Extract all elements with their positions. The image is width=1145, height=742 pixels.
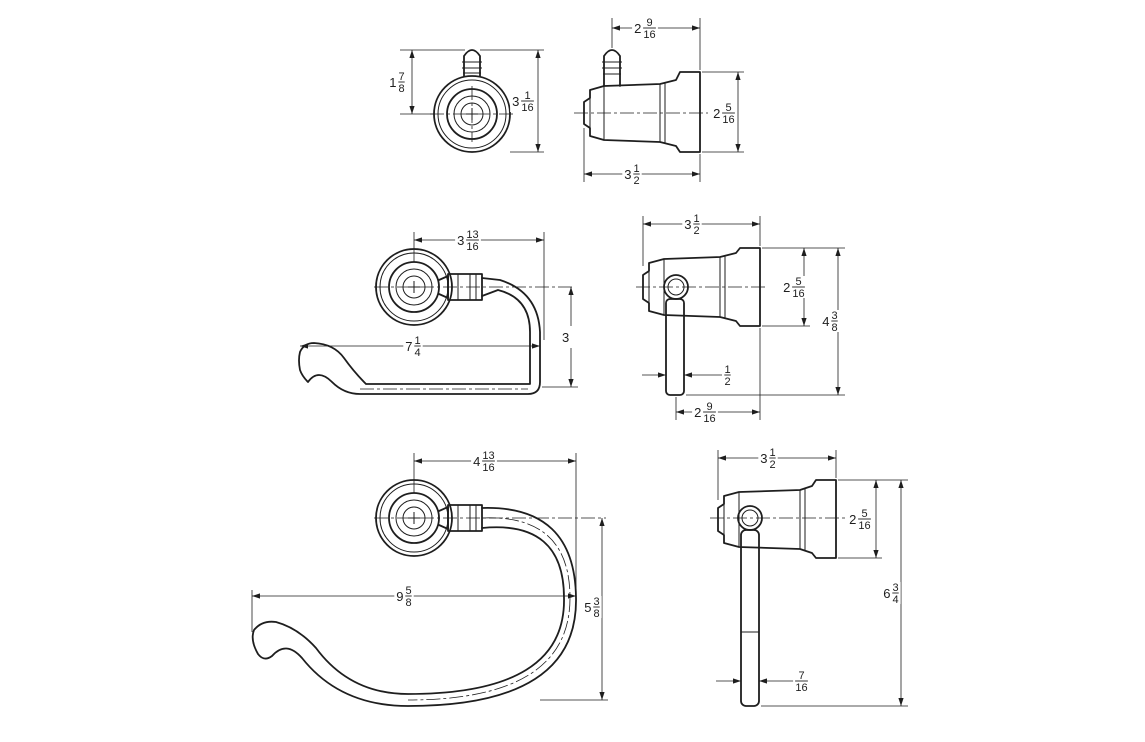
dimension-whole: 1 xyxy=(389,75,396,90)
dimension-whole: 7 xyxy=(405,339,412,354)
dimension-numerator: 5 xyxy=(795,276,801,288)
dimension-whole: 2 xyxy=(694,405,701,420)
dimension-denominator: 8 xyxy=(405,597,411,609)
paper-holder-side-view xyxy=(636,247,768,396)
robe-hook-side-dimensions xyxy=(583,18,744,182)
dimension-denominator: 16 xyxy=(703,413,715,425)
dimension-numerator: 1 xyxy=(633,163,639,175)
dimension-denominator: 16 xyxy=(466,241,478,253)
dimension-numerator: 1 xyxy=(414,335,420,347)
dimension-numerator: 1 xyxy=(524,90,530,102)
dimension-numerator: 3 xyxy=(831,310,837,322)
towel-ring-side-dimensions xyxy=(716,450,908,707)
dimension-numerator: 5 xyxy=(861,508,867,520)
dimension-denominator: 4 xyxy=(892,594,898,606)
dimension-whole: 3 xyxy=(760,451,767,466)
dimension-numerator: 13 xyxy=(482,450,494,462)
dimension-denominator: 16 xyxy=(722,114,734,126)
dimension-whole: 3 xyxy=(684,217,691,232)
robe-hook-side-view xyxy=(574,49,708,153)
robe-hook-front-dimensions xyxy=(400,49,544,153)
dimension-numerator: 9 xyxy=(646,17,652,29)
dimension-whole: 2 xyxy=(634,21,641,36)
dimension-denominator: 16 xyxy=(482,462,494,474)
dimension-numerator: 9 xyxy=(706,401,712,413)
paper-holder-side-dimensions xyxy=(642,216,845,420)
dimension-whole: 3 xyxy=(562,330,569,345)
dimension-denominator: 16 xyxy=(795,682,807,694)
towel-ring-front-view xyxy=(251,479,606,707)
dimension-denominator: 16 xyxy=(858,520,870,532)
dimension-whole: 2 xyxy=(783,280,790,295)
dimension-numerator: 1 xyxy=(769,447,775,459)
dimension-whole: 9 xyxy=(396,589,403,604)
dimension-numerator: 3 xyxy=(593,596,599,608)
dimension-denominator: 2 xyxy=(633,175,639,187)
dimension-numerator: 7 xyxy=(398,71,404,83)
dimension-denominator: 2 xyxy=(693,225,699,237)
dimension-whole: 3 xyxy=(624,167,631,182)
dimension-whole: 6 xyxy=(883,586,890,601)
dimension-numerator: 1 xyxy=(724,364,730,376)
dimension-numerator: 1 xyxy=(693,213,699,225)
dimension-whole: 4 xyxy=(822,314,829,329)
dimension-whole: 3 xyxy=(457,233,464,248)
dimension-numerator: 3 xyxy=(892,582,898,594)
dimension-numerator: 13 xyxy=(466,229,478,241)
dimension-whole: 3 xyxy=(512,94,519,109)
dimension-denominator: 8 xyxy=(398,83,404,95)
paper-holder-front-view xyxy=(298,248,572,395)
paper-holder-drop-label: 3 xyxy=(560,326,572,348)
dimension-denominator: 2 xyxy=(769,459,775,471)
dimension-whole: 5 xyxy=(584,600,591,615)
dimension-denominator: 2 xyxy=(724,376,730,388)
dimension-denominator: 16 xyxy=(792,288,804,300)
dimension-denominator: 16 xyxy=(643,29,655,41)
dimension-whole: 2 xyxy=(713,106,720,121)
paper-holder-arm-thickness-label: 12 xyxy=(722,364,734,388)
dimension-denominator: 8 xyxy=(593,608,599,620)
dimension-numerator: 7 xyxy=(798,670,804,682)
dimension-whole: 2 xyxy=(849,512,856,527)
towel-ring-side-view xyxy=(710,479,846,707)
dimension-numerator: 5 xyxy=(725,102,731,114)
robe-hook-front-view xyxy=(430,49,514,153)
dimension-denominator: 4 xyxy=(414,347,420,359)
dimension-denominator: 8 xyxy=(831,322,837,334)
towel-ring-thickness-label: 716 xyxy=(793,670,811,694)
dimension-denominator: 16 xyxy=(521,102,533,114)
dimension-whole: 4 xyxy=(473,454,480,469)
dimension-numerator: 5 xyxy=(405,585,411,597)
